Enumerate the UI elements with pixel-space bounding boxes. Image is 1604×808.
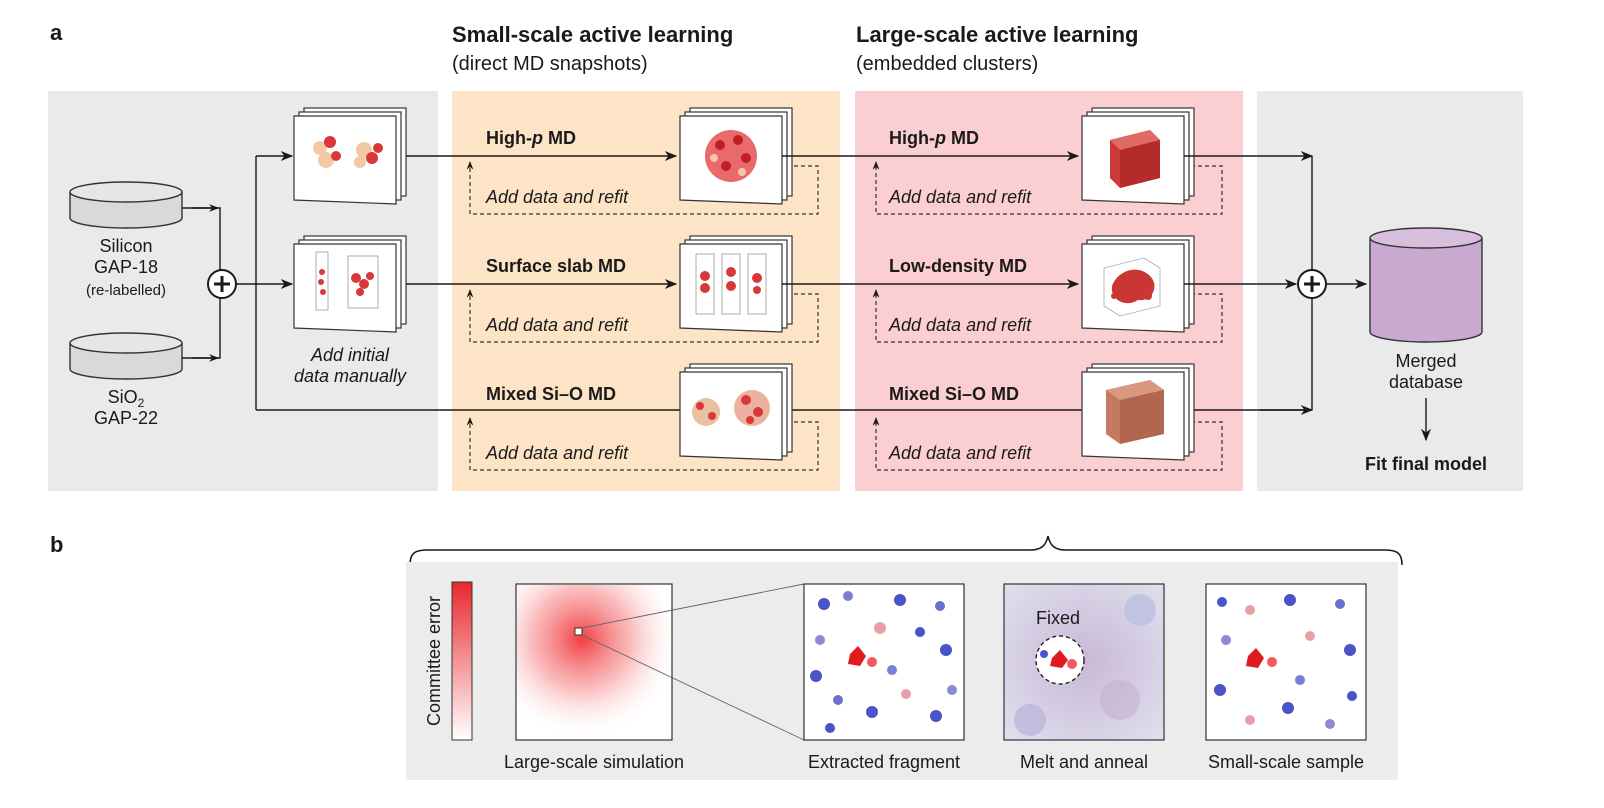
merged-database-icon	[1369, 227, 1483, 343]
merge-plus-icon	[1297, 269, 1327, 299]
small-snapshot-stack-1	[679, 107, 793, 205]
panel-b-brace	[409, 535, 1403, 566]
colorbar-label: Committee error	[424, 596, 444, 726]
large-snapshot-stack-2	[1081, 235, 1195, 333]
panel-label-b: b	[50, 532, 63, 557]
large-row-1-label: High-p MD	[889, 128, 979, 148]
committee-error-colorbar	[451, 581, 473, 741]
large-row-1: High-p MD Add data and refit	[872, 128, 1223, 215]
large-row-3-label: Mixed Si–O MD	[889, 384, 1019, 404]
silicon-label: Silicon	[99, 236, 152, 256]
silicon-gap18-label: GAP-18	[94, 257, 158, 277]
initial-data-stack-1	[293, 107, 407, 205]
small-row-2-label: Surface slab MD	[486, 256, 626, 276]
large-row-1-refit: Add data and refit	[888, 187, 1032, 207]
large-scale-title: Large-scale active learning	[856, 22, 1138, 47]
small-row-1-refit: Add data and refit	[485, 187, 629, 207]
initial-data-label-2: data manually	[294, 366, 407, 386]
small-row-1: High-p MD Add data and refit	[406, 128, 819, 215]
small-snapshot-stack-3	[679, 363, 793, 461]
large-row-3-refit: Add data and refit	[888, 443, 1032, 463]
small-scale-title: Small-scale active learning	[452, 22, 733, 47]
large-row-2: Low-density MD Add data and refit	[872, 256, 1223, 343]
large-row-2-refit: Add data and refit	[888, 315, 1032, 335]
initial-data-label-1: Add initial	[310, 345, 390, 365]
fit-final-model-label: Fit final model	[1365, 454, 1487, 474]
caption-extracted-fragment: Extracted fragment	[808, 752, 960, 772]
large-snapshot-stack-3	[1081, 363, 1195, 461]
sio2-label: SiO2	[108, 387, 145, 410]
zoom-line-top	[581, 583, 805, 629]
large-snapshot-stack-1	[1081, 107, 1195, 205]
small-row-2: Surface slab MD Add data and refit	[406, 256, 819, 343]
small-snapshot-stack-2	[679, 235, 793, 333]
large-row-3: Mixed Si–O MD Add data and refit	[872, 384, 1223, 471]
initial-data-stack-2	[293, 235, 407, 333]
silicon-relabelled-label: (re-labelled)	[86, 282, 166, 299]
small-scale-sample-image	[1205, 583, 1367, 741]
combine-plus-icon	[207, 269, 237, 299]
small-row-3-refit: Add data and refit	[485, 443, 629, 463]
small-scale-subtitle: (direct MD snapshots)	[452, 53, 648, 75]
small-row-1-label: High-p MD	[486, 128, 576, 148]
extracted-fragment-image	[803, 583, 965, 741]
caption-small-scale-sample: Small-scale sample	[1208, 752, 1364, 772]
small-row-2-refit: Add data and refit	[485, 315, 629, 335]
large-scale-simulation-image	[515, 583, 673, 741]
large-row-2-label: Low-density MD	[889, 256, 1027, 276]
caption-melt-and-anneal: Melt and anneal	[1020, 752, 1148, 772]
caption-large-scale-simulation: Large-scale simulation	[504, 752, 684, 772]
sio2-database-icon	[69, 332, 183, 380]
zoom-line-bottom	[581, 634, 805, 741]
melt-and-anneal-image	[1003, 583, 1165, 741]
merged-label-1: Merged	[1395, 351, 1456, 371]
small-row-3: Mixed Si–O MD Add data and refit	[466, 384, 819, 471]
small-row-3-label: Mixed Si–O MD	[486, 384, 616, 404]
merged-label-2: database	[1389, 372, 1463, 392]
panel-label-a: a	[50, 20, 63, 45]
fixed-label: Fixed	[1036, 608, 1080, 628]
sio2-gap22-label: GAP-22	[94, 408, 158, 428]
large-scale-subtitle: (embedded clusters)	[856, 53, 1038, 75]
silicon-database-icon	[69, 181, 183, 229]
